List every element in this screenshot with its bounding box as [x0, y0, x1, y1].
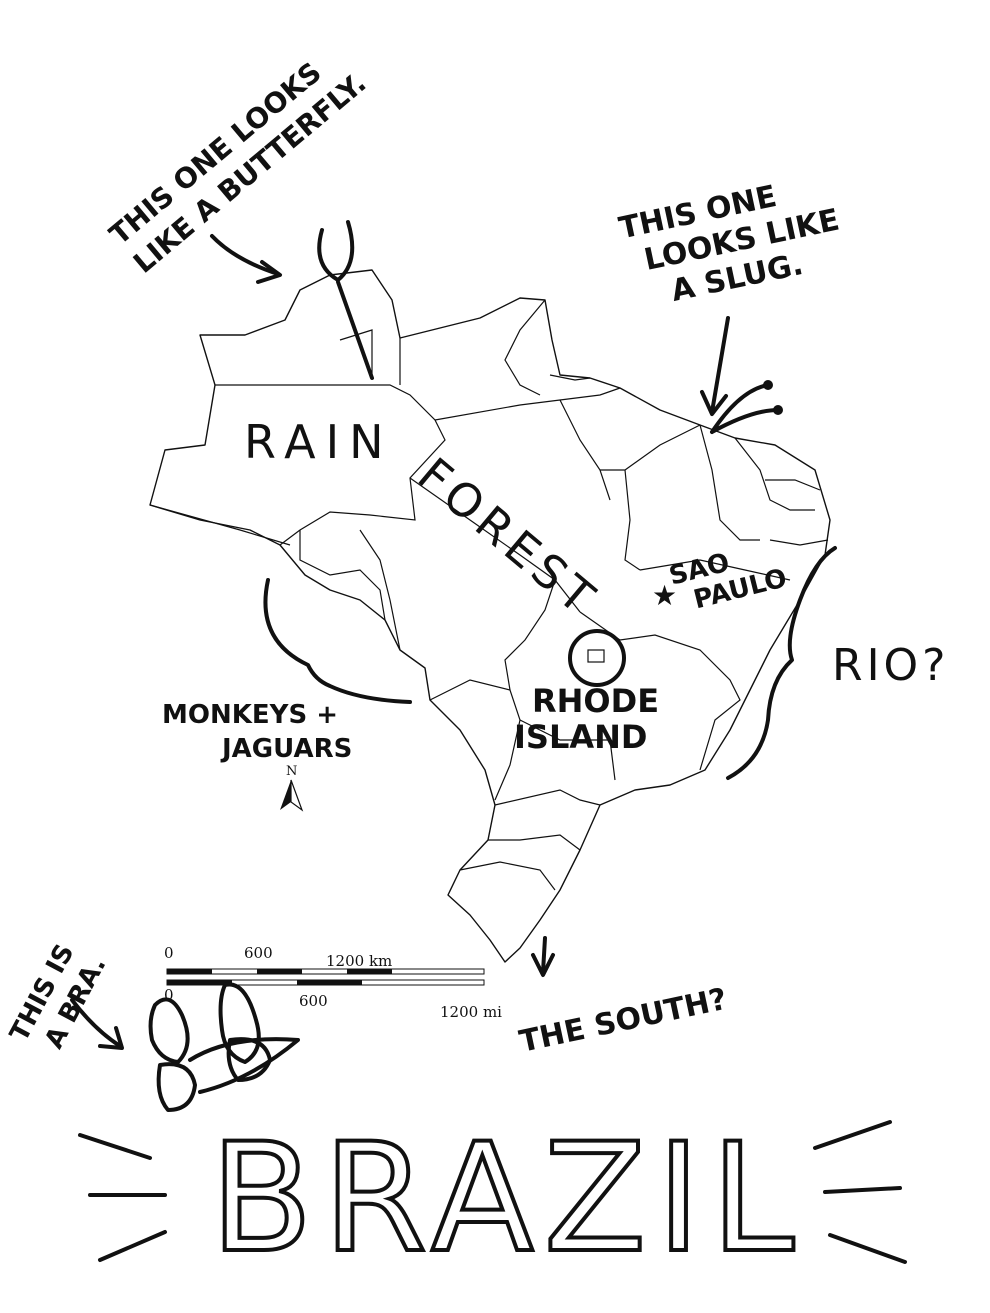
- federal-district: [587, 649, 605, 663]
- north-label: N: [286, 764, 297, 779]
- brazil-outline: [149, 269, 831, 963]
- rio-label: RIO?: [832, 640, 950, 691]
- slug-arrow: [710, 316, 730, 414]
- scale-km-1200: 1200 km: [326, 952, 392, 970]
- south-arrow: [541, 936, 547, 974]
- scale-km-0: 0: [164, 944, 174, 962]
- butterfly-arrow: [210, 234, 280, 276]
- butterfly-arrowhead: [256, 260, 282, 284]
- scale-mi-1200: 1200 mi: [440, 1003, 502, 1021]
- north-arrow-icon: [280, 780, 291, 810]
- butterfly-antenna-icon: [317, 220, 355, 282]
- slug-eye-icon: [763, 380, 773, 390]
- star-icon: ★: [652, 579, 677, 612]
- monkeys-bracket: [263, 578, 412, 704]
- brazil-title: BRAZIL: [210, 1112, 804, 1286]
- emphasis-lines-left: [78, 1133, 167, 1262]
- emphasis-lines-right: [813, 1120, 907, 1264]
- jaguars-label: JAGUARS: [220, 734, 352, 764]
- state-borders: [149, 299, 829, 891]
- slug-antenna-icon: [710, 383, 780, 434]
- bra-arrow: [70, 998, 122, 1048]
- south-label: THE SOUTH?: [516, 982, 730, 1060]
- slug-eye-icon: [773, 405, 783, 415]
- bra-drawing-icon: [148, 982, 300, 1112]
- butterfly-note-line2: LIKE A BUTTERFLY.: [127, 66, 372, 279]
- south-arrowhead: [531, 953, 555, 977]
- slug-arrowhead: [700, 390, 728, 416]
- north-arrow-icon: [290, 779, 304, 812]
- island-label: ISLAND: [514, 718, 647, 756]
- scale-km-600: 600: [244, 944, 273, 962]
- rain-label: RAIN: [244, 415, 394, 469]
- scale-mi-0: 0: [164, 986, 174, 1004]
- monkeys-label: MONKEYS +: [162, 700, 338, 730]
- scale-mi-600: 600: [299, 992, 328, 1010]
- butterfly-body-icon: [336, 280, 374, 380]
- bra-arrowhead: [98, 1026, 124, 1050]
- rio-bracket: [726, 546, 837, 780]
- scale-bar: 0 600 1200 km 0 600 1200 mi: [164, 944, 502, 1021]
- federal-district-circle: [568, 629, 626, 687]
- rhode-label: RHODE: [532, 682, 659, 720]
